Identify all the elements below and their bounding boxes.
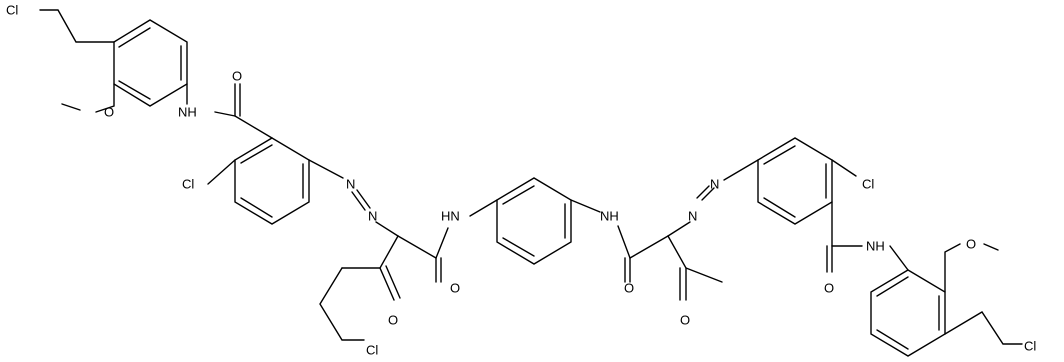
atom-o-3: O <box>450 281 460 296</box>
atom-o-8: O <box>966 237 976 252</box>
atom-o-5: O <box>624 281 634 296</box>
atom-cl-3: Cl <box>366 343 378 358</box>
atom-o-1: O <box>104 105 114 120</box>
atom-n-3: N <box>688 209 697 224</box>
bond-lines <box>39 9 1023 357</box>
atom-cl-4: Cl <box>862 177 874 192</box>
atom-o-7: O <box>824 281 834 296</box>
atom-hn-1: HN <box>441 209 460 224</box>
atom-o-2: O <box>232 69 242 84</box>
atom-cl-1: Cl <box>6 3 18 18</box>
atom-cl-2: Cl <box>182 177 194 192</box>
atom-nh-3: NH <box>866 239 885 254</box>
atom-n-2: N <box>368 209 377 224</box>
atom-labels: Cl O NH O Cl N N HN O O Cl NH O O N N Cl… <box>6 3 1036 358</box>
atom-n-4: N <box>710 177 719 192</box>
atom-o-4: O <box>388 313 398 328</box>
atom-n-1: N <box>346 177 355 192</box>
atom-nh-1: NH <box>178 105 197 120</box>
atom-cl-5: Cl <box>1024 339 1036 354</box>
atom-nh-2: NH <box>600 209 619 224</box>
atom-o-6: O <box>680 313 690 328</box>
